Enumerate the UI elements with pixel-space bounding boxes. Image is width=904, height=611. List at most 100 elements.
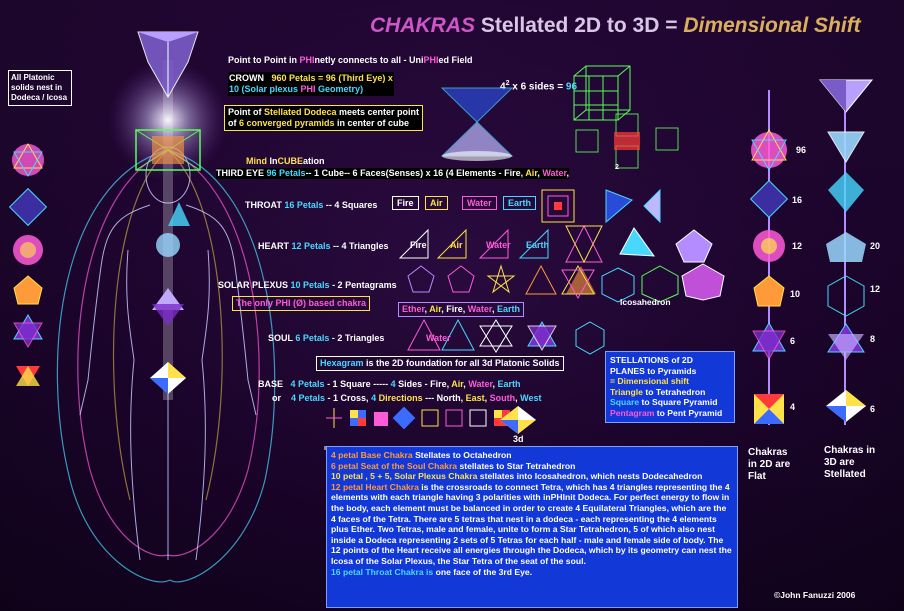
ether-c0: , (424, 304, 430, 314)
stellations-box: STELLATIONS of 2D PLANES to Pyramids = D… (605, 351, 735, 423)
icosahedron-icons (561, 264, 679, 303)
base-squares-icon (326, 406, 510, 430)
mind-incubeation: Mind InCUBEation (246, 156, 325, 167)
bb-l2a: 6 petal Seat of the Soul Chakra (331, 460, 458, 471)
num-2d-16: 16 (792, 195, 803, 205)
stellations-l4b: to Tetrahedron (642, 386, 706, 397)
throat-fire: Fire (392, 196, 419, 210)
throat-earth: Earth (503, 196, 537, 210)
stellations-l3: = Dimensional shift (610, 376, 690, 387)
soul-water: Water (426, 333, 451, 343)
solar-petals: 10 Petals (290, 280, 330, 290)
base2-south: South (489, 393, 516, 403)
num-2d-96: 96 (796, 145, 807, 155)
ptp-b: netly connects to all - Uni (314, 55, 424, 65)
third-eye-comma: , (537, 168, 543, 178)
left-note: All Platonic solids nest in Dodeca / Ico… (8, 70, 72, 106)
ether-c3: , (491, 304, 497, 314)
copyright: ©John Fanuzzi 2006 (774, 590, 856, 600)
num-2d-10: 10 (790, 289, 801, 299)
base-air: Air (451, 379, 464, 389)
stellations-l6a: Pentagram (610, 407, 655, 418)
ether-fire: Fire (446, 304, 463, 314)
label-2: 2 (615, 164, 619, 171)
explanation-box: 4 petal Base Chakra Stellates to Octahed… (326, 446, 738, 608)
formula-rest: x 6 sides = (509, 81, 566, 93)
base-sides: Sides - Fire, (395, 379, 452, 389)
base-row-2: or 4 Petals - 1 Cross, 4 Directions --- … (272, 393, 541, 404)
stellations-l5a: Square (610, 397, 640, 408)
formula-exp: 2 (505, 80, 510, 87)
bb-l2b: stellates to Star Tetrahedron (457, 460, 576, 471)
base-four: 4 (390, 379, 396, 389)
base2-east: East (465, 393, 485, 403)
third-eye-end: , (566, 168, 570, 178)
right-3d-column (818, 79, 874, 422)
mind-a: Mind (246, 156, 270, 166)
bb-l5b: one face of the 3rd Eye. (433, 566, 533, 577)
solar-row: SOLAR PLEXUS 10 Petals - 2 Pentagrams (218, 280, 397, 291)
cube-grid-icon (573, 65, 631, 121)
stellated-dodeca-box: Point of Stellated Dodeca meets center p… (224, 105, 424, 131)
num-2d-12: 12 (792, 241, 803, 251)
icosahedron-label: Icosahedron (620, 297, 671, 307)
bb-l3b: stellates into Icosahedron, which nests … (477, 471, 703, 482)
base2-c1: , (484, 393, 490, 403)
crown-text3: Geometry) (315, 84, 364, 94)
ptp-c: ed Field (438, 55, 473, 65)
base-row: BASE 4 Petals - 1 Square ----- 4 Sides -… (258, 379, 521, 390)
sd-c: meets center point (336, 107, 420, 117)
ether-c2: , (462, 304, 468, 314)
sd-f: in center of cube (334, 118, 410, 128)
formula-result: 96 (565, 81, 578, 93)
third-eye-row: THIRD EYE 96 Petals-- 1 Cube-- 6 Faces(S… (216, 168, 570, 179)
bb-l3a: 10 petal , 5 + 5, Solar Plexus Chakra (331, 471, 478, 482)
num-3d-6: 6 (870, 404, 876, 414)
formula-base: 4 (500, 81, 506, 93)
heart-solids-icon (565, 224, 713, 264)
num-3d-12: 12 (870, 284, 881, 294)
exploded-cube-icon (575, 113, 679, 169)
point-to-point-text: Point to Point in PHInetly connects to a… (228, 55, 473, 66)
third-eye-water: Water (542, 168, 567, 178)
sd-e: 6 converged pyramids (239, 118, 335, 128)
sd-a: Point of (228, 107, 264, 117)
heart-triangles-icon (398, 228, 549, 259)
bb-l5a: 16 petal Throat Chakra is (331, 566, 434, 577)
stellations-l2: PLANES to Pyramids (610, 365, 697, 376)
base-water: Water (468, 379, 493, 389)
soul-row: SOUL 6 Petals - 2 Triangles (268, 333, 384, 344)
stellations-l4a: Triangle (610, 386, 643, 397)
base-c2: , (492, 379, 498, 389)
ptp-phi2: PHI (423, 55, 439, 65)
crown-prism-icon (137, 31, 199, 99)
base2-dirs: Directions (376, 393, 423, 403)
base2-dash: --- North, (422, 393, 466, 403)
heart-petals: 12 Petals (291, 241, 331, 251)
pentagrams-icon (407, 264, 596, 295)
crown-phi: PHI (300, 84, 316, 94)
icosahedron-icon (681, 263, 725, 301)
soul-label: SOUL (268, 333, 293, 343)
solar-note: The only PHI (Ø) based chakra (232, 296, 371, 311)
ether-row: Ether, Air, Fire, Water, Earth (398, 302, 524, 317)
throat-rest: -- 4 Squares (323, 200, 378, 210)
stellations-l1: STELLATIONS of 2D (610, 355, 693, 365)
throat-label: THROAT (245, 200, 282, 210)
hexagram-box: Hexagram is the 2D foundation for all 3d… (316, 356, 564, 371)
heart-air: Air (450, 240, 463, 250)
base-earth: Earth (497, 379, 521, 389)
heart-water: Water (486, 240, 511, 250)
num-3d-8: 8 (870, 334, 876, 344)
ether-ether: Ether (402, 304, 425, 314)
stellations-l5b: to Square Pyramid (639, 397, 718, 408)
ether-c1: , (441, 304, 447, 314)
ether-air: Air (429, 304, 442, 314)
throat-petals: 16 Petals (284, 200, 324, 210)
crown-text: CROWN 960 Petals = 96 (Third Eye) x 10 (… (228, 72, 394, 96)
solar-label: SOLAR PLEXUS (218, 280, 289, 290)
crown-label: CROWN (229, 73, 264, 83)
base2-or: or (272, 393, 281, 403)
stellations-l6b: to Pent Pyramid (654, 407, 723, 418)
bb-l4b: is the crossroads to connect Tetra, whic… (331, 481, 732, 566)
